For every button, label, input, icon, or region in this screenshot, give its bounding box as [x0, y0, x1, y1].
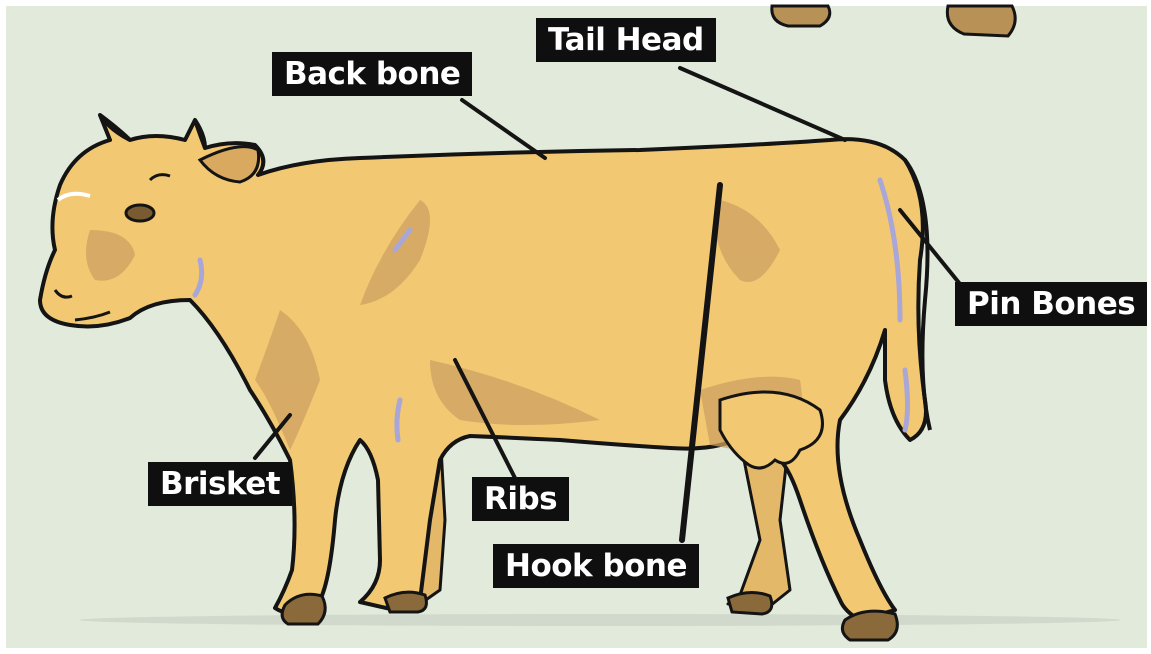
background-cow-hooves — [772, 6, 1015, 36]
label-back-bone: Back bone — [272, 52, 472, 96]
leader-tail-head — [680, 68, 845, 140]
label-hook-bone: Hook bone — [493, 544, 699, 588]
label-pin-bones: Pin Bones — [955, 282, 1147, 326]
label-brisket: Brisket — [148, 462, 292, 506]
label-tail-head: Tail Head — [536, 18, 716, 62]
label-ribs: Ribs — [472, 477, 569, 521]
cow-body — [40, 115, 926, 620]
ground-shadow — [80, 614, 1120, 626]
leader-back-bone — [462, 100, 545, 158]
